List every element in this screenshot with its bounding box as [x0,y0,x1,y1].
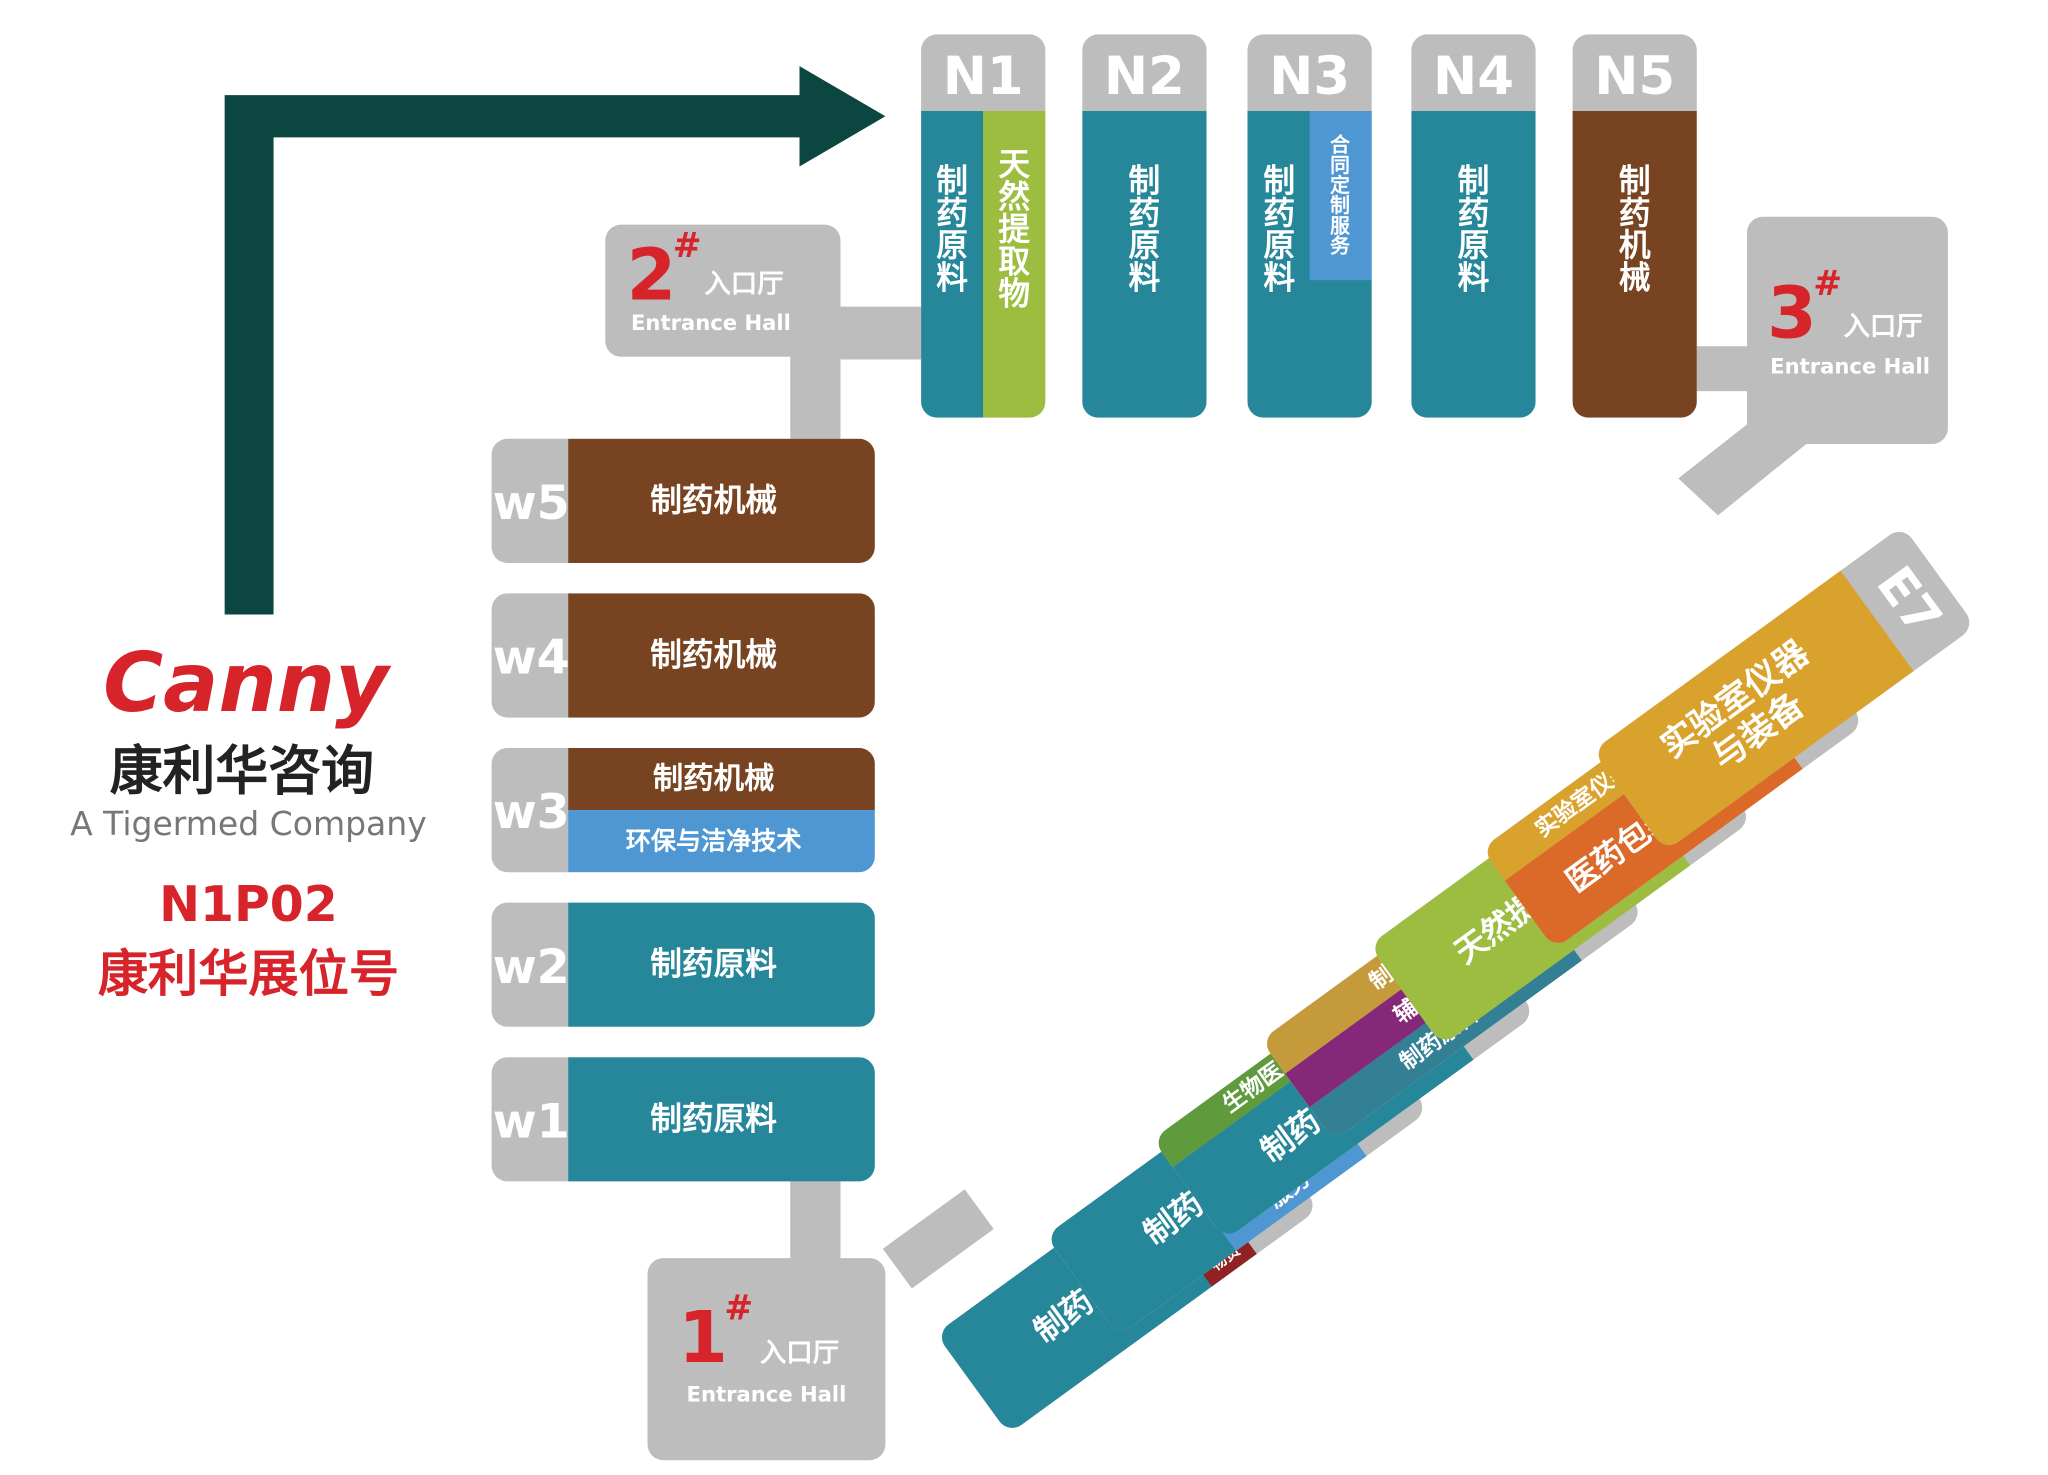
brand-en-name: A Tigermed Company [70,804,427,843]
hall-label: w5 [493,476,570,531]
booth-number: N1P02 [159,876,338,933]
entrance-number: 2 [627,233,677,316]
entrance-hall-bg [647,1258,886,1461]
hall-zone [568,593,875,718]
hall-zone-label: 制药原料 [1263,163,1295,296]
entrance-number-sup: # [673,226,702,266]
entrance-en-label: Entrance Hall [1770,354,1930,379]
entrance-cn-label: 入口厅 [704,269,783,300]
hall-zone-label: 天然提取物 [998,147,1030,312]
hall-zone [568,1057,875,1182]
arrow-shape [224,66,886,615]
hall-W4[interactable]: 制药机械 w4 [491,593,875,718]
hall-W2[interactable]: 制药原料 w2 [491,902,875,1027]
brand-cn-name: 康利华咨询 [110,740,374,802]
hall-label: N1 [943,46,1024,107]
hall-zone [568,747,875,811]
hall-label: w1 [493,1094,570,1149]
hall-label: w2 [493,940,570,995]
entrance-hall-bg [1747,216,1948,445]
hall-label: w3 [493,785,570,840]
hall-zone-label: 制药机械 [650,637,777,673]
hall-W5[interactable]: 制药机械 w5 [491,438,875,563]
entrance-hall-3[interactable]: 3#入口厅 Entrance Hall [1747,216,1948,445]
hall-N4[interactable]: 制药原料 N4 [1411,34,1536,418]
hall-subzone-label: 合同定制服务 [1330,134,1350,258]
entrance-hall-1[interactable]: 1#入口厅 Entrance Hall [647,1258,886,1461]
entrance-number-sup: # [1813,264,1842,304]
hall-label: N5 [1594,46,1675,107]
booth-direction-arrow [224,66,886,615]
corridor-hall2-north [832,306,926,360]
hall-zone-label: 制药原料 [650,947,777,983]
entrance-en-label: Entrance Hall [687,1382,847,1407]
hall-zone [1592,570,1914,852]
hall-zone [568,438,875,563]
hall-zone-label: 制药原料 [936,163,968,296]
hall-zone-label: 制药机械 [653,762,775,797]
hall-zone [921,111,984,418]
booth-label: 康利华展位号 [98,944,399,1003]
hall-zone-label: 制药原料 [1458,163,1490,296]
canny-logo: Canny [103,636,392,731]
corridor-hall1-east [882,1189,994,1289]
hall-zone [983,111,1046,418]
hall-subzone [1309,111,1372,281]
hall-W1[interactable]: 制药原料 w1 [491,1057,875,1182]
hall-zone-label: 制药原料 [650,1101,777,1137]
hall-N5[interactable]: 制药机械 N5 [1572,34,1697,418]
entrance-number: 3 [1767,272,1817,355]
hall-label: w4 [493,631,570,686]
entrance-cn-label: 入口厅 [1844,311,1923,342]
hall-zone [568,902,875,1027]
hall-zone-label: 环保与洁净技术 [626,827,802,856]
hall-zone-label: 制药机械 [650,483,777,519]
hall-N2[interactable]: 制药原料 N2 [1082,34,1207,418]
hall-zone [1411,111,1536,418]
hall-zone [1572,111,1697,418]
hall-label: N4 [1433,46,1514,107]
entrance-number: 1 [678,1296,728,1379]
entrance-number-sup: # [724,1288,753,1328]
hall-label: N2 [1104,46,1185,107]
brand-block: Canny 康利华咨询 A Tigermed Company N1P02 康利华… [70,636,427,1003]
hall-zone-label: 制药机械 [1619,163,1651,296]
hall-zone-label: 制药原料 [1129,163,1161,296]
hall-zone [568,810,875,873]
entrance-hall-bg [605,224,841,357]
entrance-cn-label: 入口厅 [760,1338,839,1369]
entrance-en-label: Entrance Hall [631,310,791,335]
hall-N3[interactable]: 制药原料 合同定制服务 N3 [1247,34,1372,418]
entrance-hall-2[interactable]: 2#入口厅 Entrance Hall [605,224,841,357]
hall-zone [1082,111,1207,418]
hall-label: N3 [1269,46,1350,107]
